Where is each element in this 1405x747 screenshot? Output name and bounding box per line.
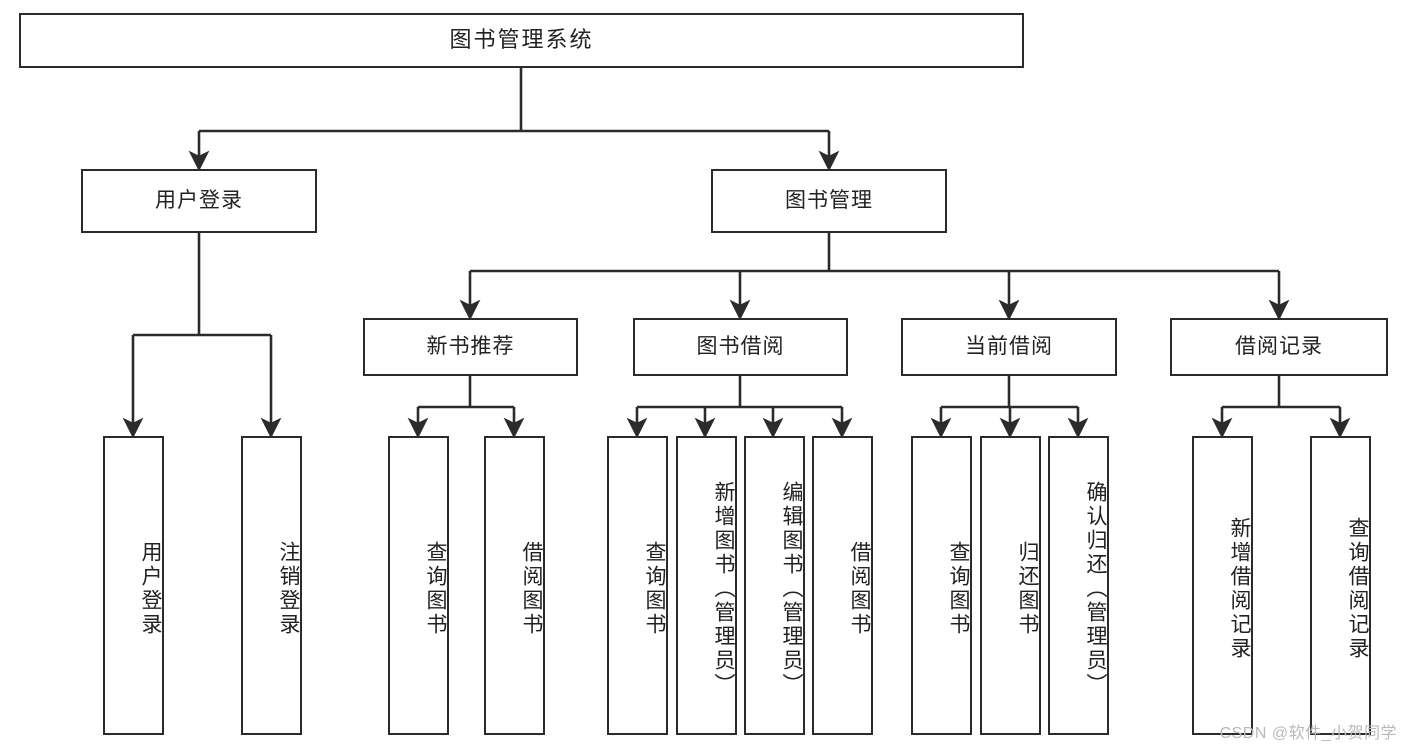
leaf-current-return-book[interactable]: 归还图书	[980, 436, 1041, 735]
leaf-record-query-record[interactable]: 查询借阅记录	[1310, 436, 1371, 735]
node-label: 确认归还（管理员）	[1084, 480, 1107, 697]
node-label: 用户登录	[155, 189, 243, 213]
node-user-login[interactable]: 用户登录	[81, 169, 317, 233]
node-label: 借阅记录	[1235, 335, 1323, 359]
node-label: 查询图书	[947, 540, 970, 637]
node-new-book-recommend[interactable]: 新书推荐	[363, 318, 578, 376]
leaf-new-book-query-book[interactable]: 查询图书	[388, 436, 449, 735]
node-label: 借阅图书	[848, 540, 871, 637]
node-label: 当前借阅	[965, 335, 1053, 359]
node-label: 新增借阅记录	[1228, 516, 1251, 661]
node-label: 图书管理	[785, 189, 873, 213]
node-current-borrow[interactable]: 当前借阅	[901, 318, 1117, 376]
leaf-logout[interactable]: 注销登录	[241, 436, 302, 735]
leaf-borrow-edit-book[interactable]: 编辑图书（管理员）	[744, 436, 805, 735]
node-label: 查询借阅记录	[1346, 516, 1369, 661]
watermark-text: CSDN @软件_小贺同学	[1219, 725, 1397, 742]
leaf-borrow-add-book[interactable]: 新增图书（管理员）	[676, 436, 737, 735]
leaf-borrow-query-book[interactable]: 查询图书	[607, 436, 668, 735]
node-label: 新书推荐	[426, 335, 515, 359]
node-label: 图书管理系统	[449, 27, 594, 53]
node-label: 注销登录	[277, 540, 300, 637]
node-label: 用户登录	[139, 540, 162, 637]
node-book-borrow[interactable]: 图书借阅	[633, 318, 848, 376]
node-borrow-record[interactable]: 借阅记录	[1170, 318, 1388, 376]
node-label: 查询图书	[424, 540, 447, 637]
leaf-current-query-book[interactable]: 查询图书	[911, 436, 972, 735]
leaf-new-book-borrow-book[interactable]: 借阅图书	[484, 436, 545, 735]
leaf-current-confirm-return[interactable]: 确认归还（管理员）	[1048, 436, 1109, 735]
node-book-manage[interactable]: 图书管理	[711, 169, 947, 233]
node-label: 新增图书（管理员）	[712, 480, 735, 697]
node-root-system[interactable]: 图书管理系统	[19, 13, 1024, 68]
node-label: 图书借阅	[696, 335, 785, 359]
node-label: 归还图书	[1016, 540, 1039, 637]
node-label: 查询图书	[643, 540, 666, 637]
node-label: 编辑图书（管理员）	[780, 480, 803, 697]
node-label: 借阅图书	[520, 540, 543, 637]
leaf-record-add-record[interactable]: 新增借阅记录	[1192, 436, 1253, 735]
leaf-user-login[interactable]: 用户登录	[103, 436, 164, 735]
leaf-borrow-borrow-book[interactable]: 借阅图书	[812, 436, 873, 735]
